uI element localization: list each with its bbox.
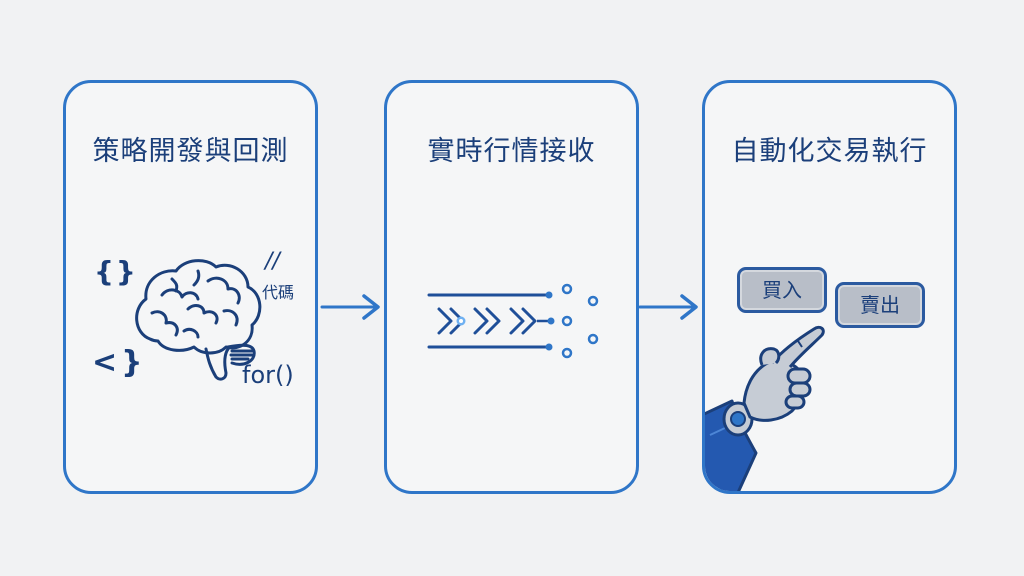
comment-icon: // [265, 249, 280, 274]
execution-title: 自動化交易執行 [731, 136, 928, 167]
market-data-title: 實時行情接收 [427, 136, 596, 167]
strategy-title: 策略開發與回測 [92, 136, 289, 167]
code-label: 代碼 [262, 283, 295, 302]
flow-arrow-icon [320, 294, 380, 320]
for-loop-label: for() [242, 361, 294, 389]
sell-button[interactable]: 賣出 [835, 282, 925, 328]
angle-braces-icon: <} [92, 345, 147, 380]
buy-button[interactable]: 買入 [737, 267, 827, 313]
curly-braces-icon: {} [94, 255, 138, 288]
execution-panel: 自動化交易執行 買入 賣出 [702, 80, 957, 494]
strategy-panel: 策略開發與回測 {} <} // 代碼 for() [63, 80, 318, 494]
market-data-panel: 實時行情接收 [384, 80, 639, 494]
brain-icon [135, 259, 262, 381]
data-stream-icon [427, 283, 599, 359]
flow-arrow-icon [638, 294, 698, 320]
robot-hand-icon [705, 325, 825, 491]
